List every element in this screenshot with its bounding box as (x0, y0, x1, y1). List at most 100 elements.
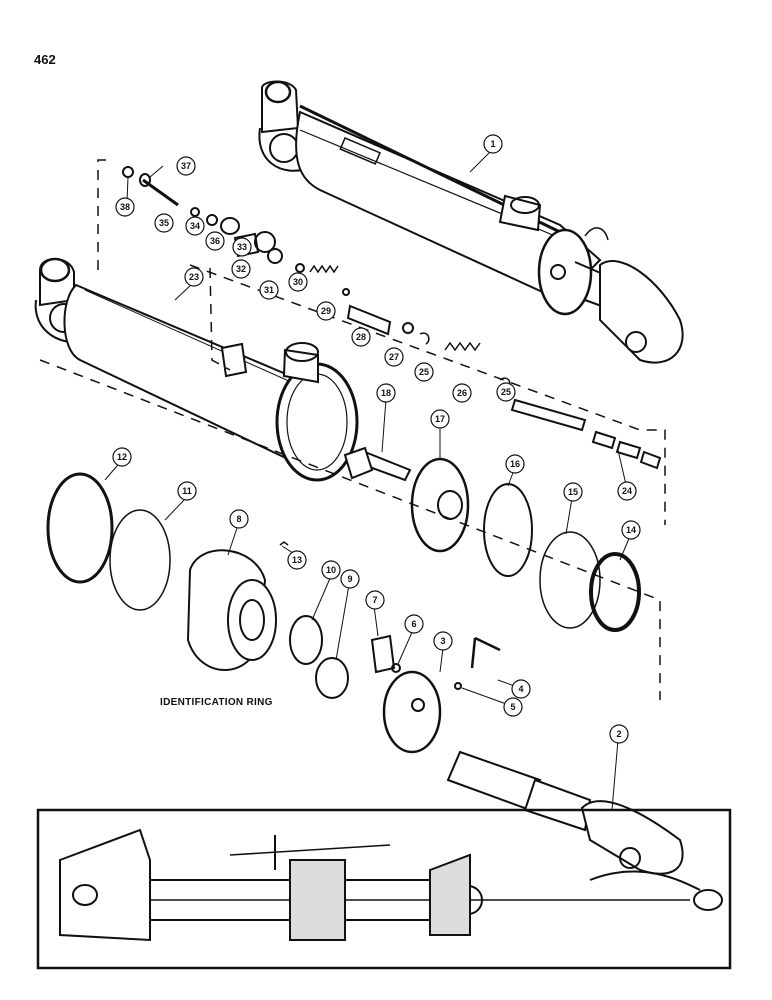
callout-number: 25 (419, 367, 429, 377)
callout-number: 28 (356, 332, 366, 342)
callout-35: 35 (154, 213, 174, 233)
cross-section-inset (36, 808, 732, 970)
page-number: 462 (34, 52, 56, 67)
callout-circle (483, 134, 503, 154)
callout-circle (112, 447, 132, 467)
callout-number: 26 (457, 388, 467, 398)
callout-number: 10 (326, 565, 336, 575)
callout-number: 35 (159, 218, 169, 228)
callout-number: 37 (181, 161, 191, 171)
callout-circle (404, 614, 424, 634)
callout-number: 7 (372, 595, 377, 605)
callout-number: 31 (264, 285, 274, 295)
callout-26: 26 (452, 383, 472, 403)
piston-rod (446, 750, 684, 875)
callout-circle (621, 520, 641, 540)
callout-number: 38 (120, 202, 130, 212)
callout-34: 34 (185, 216, 205, 236)
callout-number: 5 (510, 702, 515, 712)
callout-number: 9 (347, 574, 352, 584)
identification-ring-label: IDENTIFICATION RING (160, 697, 273, 708)
callout-number: 13 (292, 555, 302, 565)
callout-4: 4 (511, 679, 531, 699)
callout-9: 9 (340, 569, 360, 589)
callout-15: 15 (563, 482, 583, 502)
callout-number: 14 (626, 525, 636, 535)
callout-number: 24 (622, 486, 632, 496)
callout-number: 17 (435, 414, 445, 424)
callout-7: 7 (365, 590, 385, 610)
callout-10: 10 (321, 560, 341, 580)
callout-number: 29 (321, 306, 331, 316)
callout-33: 33 (232, 237, 252, 257)
callout-circle (177, 481, 197, 501)
callout-circle (505, 454, 525, 474)
callout-number: 15 (568, 487, 578, 497)
callout-circle (154, 213, 174, 233)
callout-circle (185, 216, 205, 236)
callout-circle (452, 383, 472, 403)
callout-circle (259, 280, 279, 300)
callout-13: 13 (287, 550, 307, 570)
callout-circle (503, 697, 523, 717)
callout-31: 31 (259, 280, 279, 300)
callout-circle (617, 481, 637, 501)
callout-circle (496, 382, 516, 402)
callout-38: 38 (115, 197, 135, 217)
callout-circle (433, 631, 453, 651)
callout-number: 1 (490, 139, 495, 149)
callout-circle (511, 679, 531, 699)
callout-circle (229, 509, 249, 529)
callout-circle (414, 362, 434, 382)
callout-number: 12 (117, 452, 127, 462)
callout-number: 18 (381, 388, 391, 398)
callout-32: 32 (231, 259, 251, 279)
callout-14: 14 (621, 520, 641, 540)
callout-circle (231, 259, 251, 279)
callout-16: 16 (505, 454, 525, 474)
callout-2: 2 (609, 724, 629, 744)
callout-23: 23 (184, 267, 204, 287)
callout-circle (376, 383, 396, 403)
callout-number: 23 (189, 272, 199, 282)
callout-number: 36 (210, 236, 220, 246)
callout-28: 28 (351, 327, 371, 347)
callout-6: 6 (404, 614, 424, 634)
callout-circle (340, 569, 360, 589)
callout-number: 8 (236, 514, 241, 524)
callout-circle (316, 301, 336, 321)
callout-number: 4 (518, 684, 523, 694)
callout-circle (609, 724, 629, 744)
callout-25: 25 (414, 362, 434, 382)
callout-number: 2 (616, 729, 621, 739)
pins (510, 398, 662, 470)
callout-number: 32 (236, 264, 246, 274)
callout-12: 12 (112, 447, 132, 467)
callout-17: 17 (430, 409, 450, 429)
callout-circle (365, 590, 385, 610)
callout-circle (205, 231, 225, 251)
callout-number: 33 (237, 242, 247, 252)
callout-number: 34 (190, 221, 200, 231)
callout-5: 5 (503, 697, 523, 717)
callout-number: 16 (510, 459, 520, 469)
callout-36: 36 (205, 231, 225, 251)
callout-3: 3 (433, 631, 453, 651)
callout-29: 29 (316, 301, 336, 321)
assembled-cylinder (258, 80, 684, 364)
callout-circle (232, 237, 252, 257)
dashed-groupings (39, 159, 666, 700)
callout-circle (176, 156, 196, 176)
callout-circle (430, 409, 450, 429)
piston-parts (46, 446, 641, 754)
callout-circle (184, 267, 204, 287)
callout-27: 27 (384, 347, 404, 367)
callout-18: 18 (376, 383, 396, 403)
callout-circle (321, 560, 341, 580)
callout-24: 24 (617, 481, 637, 501)
callout-30: 30 (288, 272, 308, 292)
callout-number: 30 (293, 277, 303, 287)
callout-circle (115, 197, 135, 217)
